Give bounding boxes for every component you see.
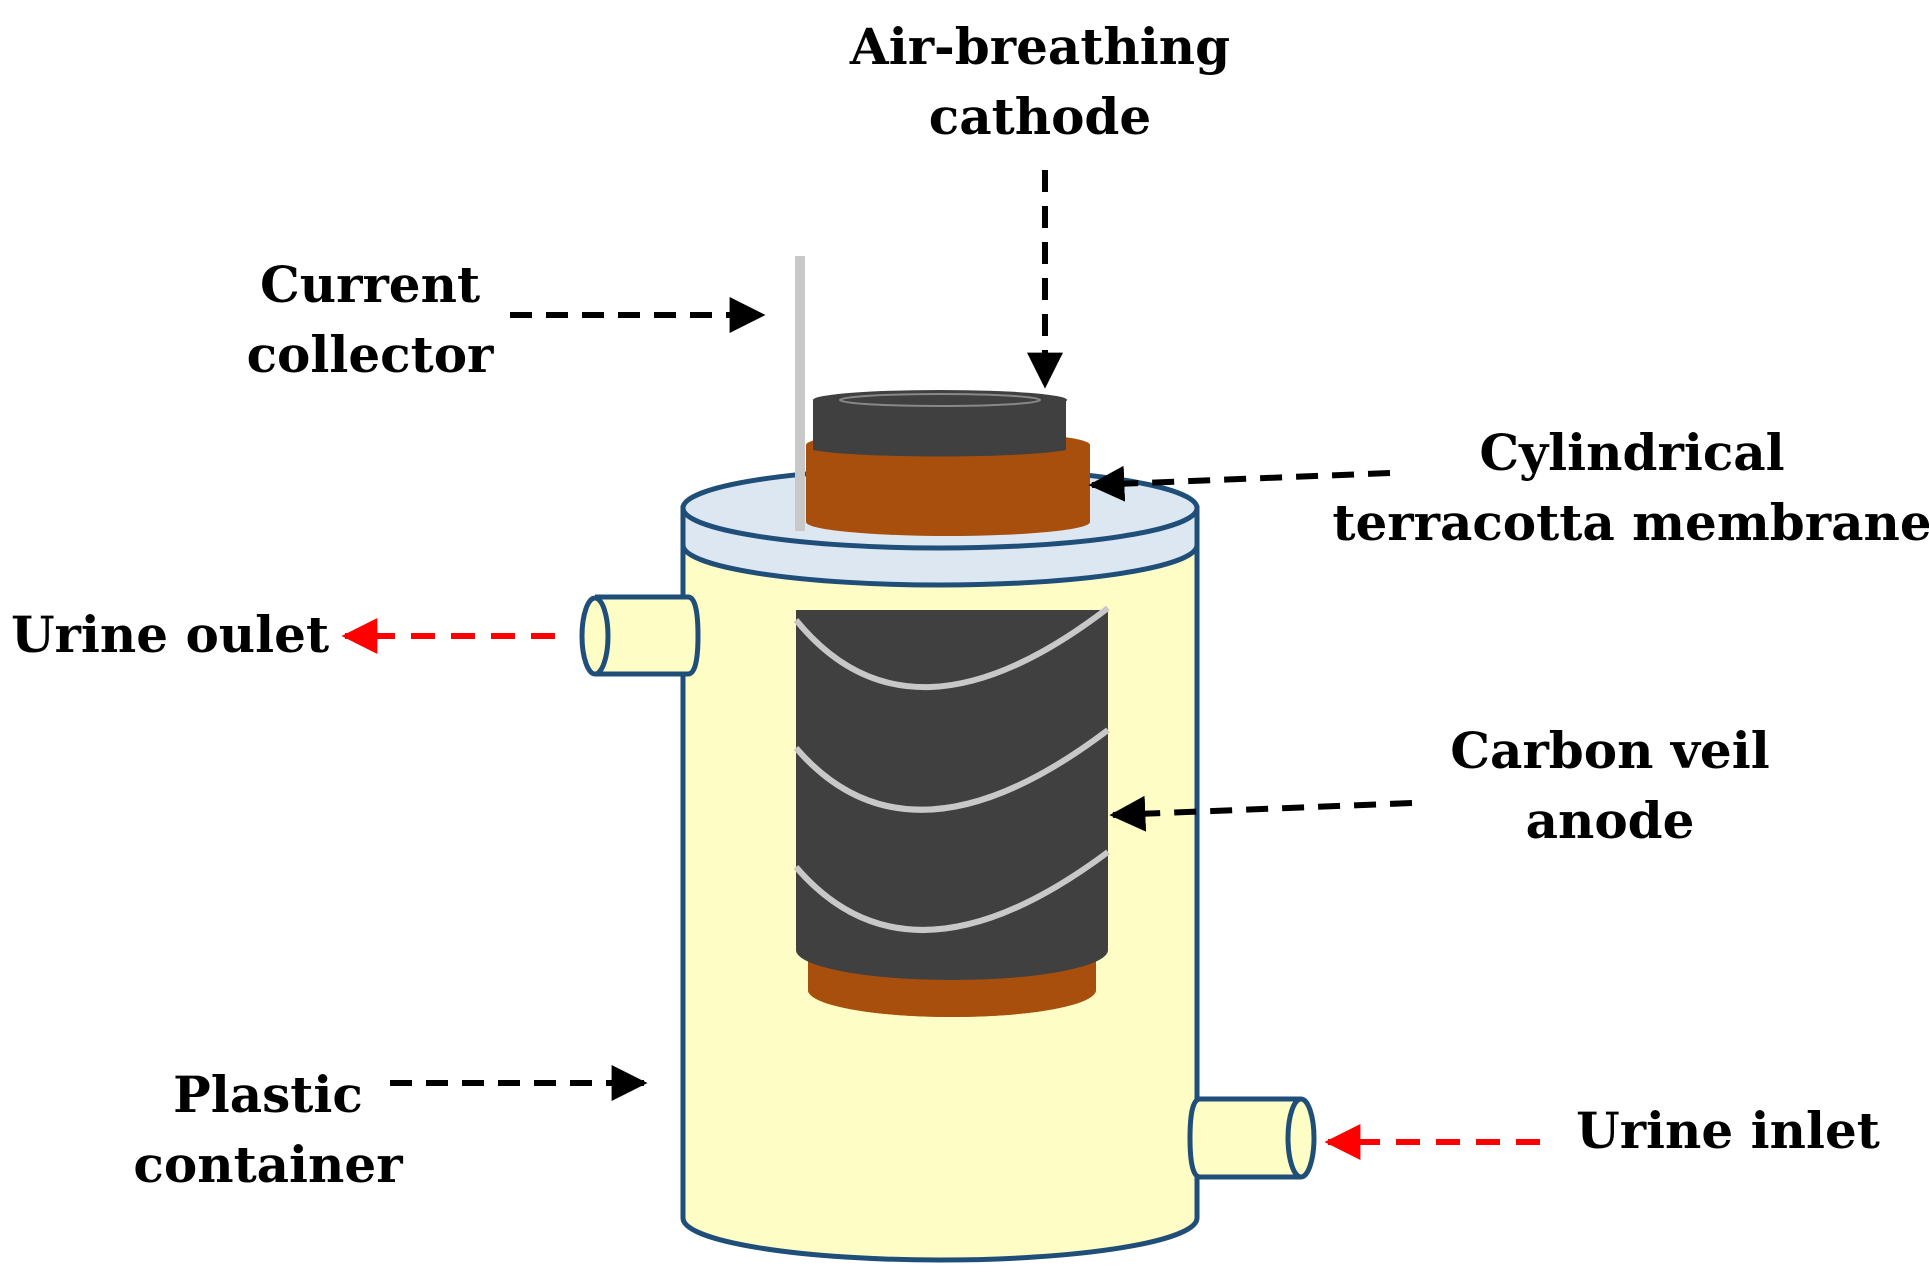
anode-wire [793,605,1110,933]
container-label-line2: container [133,1135,403,1194]
labels: Air-breathing cathode Current collector … [11,17,1929,1194]
cathode-label-line1: Air-breathing [849,17,1230,76]
pointer-arrows [341,170,1540,1160]
carbon-veil-anode [793,605,1110,980]
urine-outlet-label: Urine oulet [11,605,329,664]
current-collector-label-line1: Current [260,255,480,314]
current-collector-rod [795,256,805,531]
current-collector-label-line2: collector [247,325,494,384]
anode-arrow [1109,795,1413,832]
anode-label-line1: Carbon veil [1450,721,1769,780]
container-label-line1: Plastic [173,1065,363,1124]
membrane-label-line1: Cylindrical [1479,423,1784,482]
cathode-label-line2: cathode [929,87,1151,146]
membrane-arrow [1088,465,1391,502]
urine-inlet-label: Urine inlet [1576,1101,1880,1160]
urine-outlet-pipe [579,594,701,677]
air-breathing-cathode [813,390,1067,457]
anode-label-line2: anode [1526,791,1695,850]
membrane-label-line2: terracotta membrane [1332,493,1929,552]
urine-inlet-pipe [1187,1096,1317,1180]
anode-body [796,610,1108,980]
